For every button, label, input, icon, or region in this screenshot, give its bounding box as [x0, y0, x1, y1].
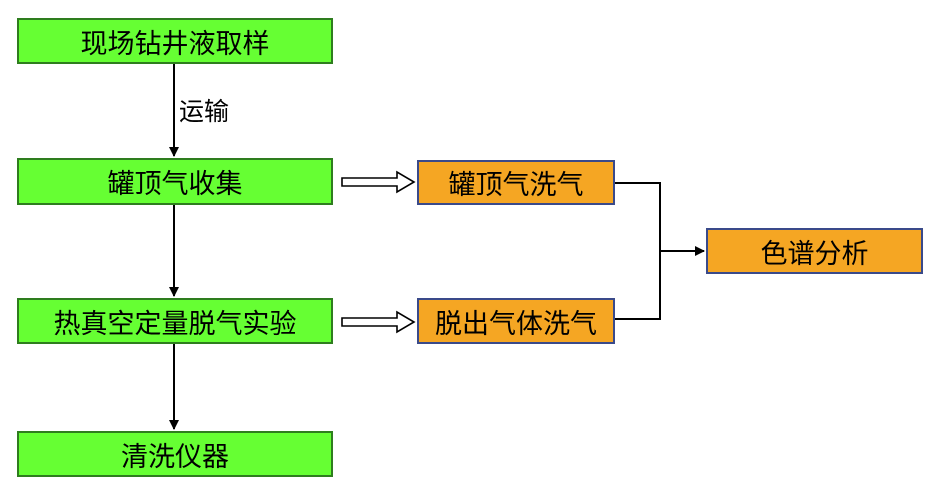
step-headspace-collect: 罐顶气收集 — [17, 158, 333, 205]
hollow-arrow-to-released-wash — [341, 310, 416, 334]
transport-label: 运输 — [179, 97, 230, 126]
step-sampling: 现场钻井液取样 — [17, 18, 333, 64]
wash-headspace: 罐顶气洗气 — [417, 160, 615, 205]
step-clean-instrument: 清洗仪器 — [17, 431, 333, 477]
wash-released-gas: 脱出气体洗气 — [417, 298, 615, 344]
hollow-arrow-to-headspace-wash — [341, 170, 416, 194]
chromatography-analysis: 色谱分析 — [706, 228, 923, 274]
step-thermal-vacuum: 热真空定量脱气实验 — [17, 298, 333, 344]
bracket-connector — [615, 182, 661, 320]
